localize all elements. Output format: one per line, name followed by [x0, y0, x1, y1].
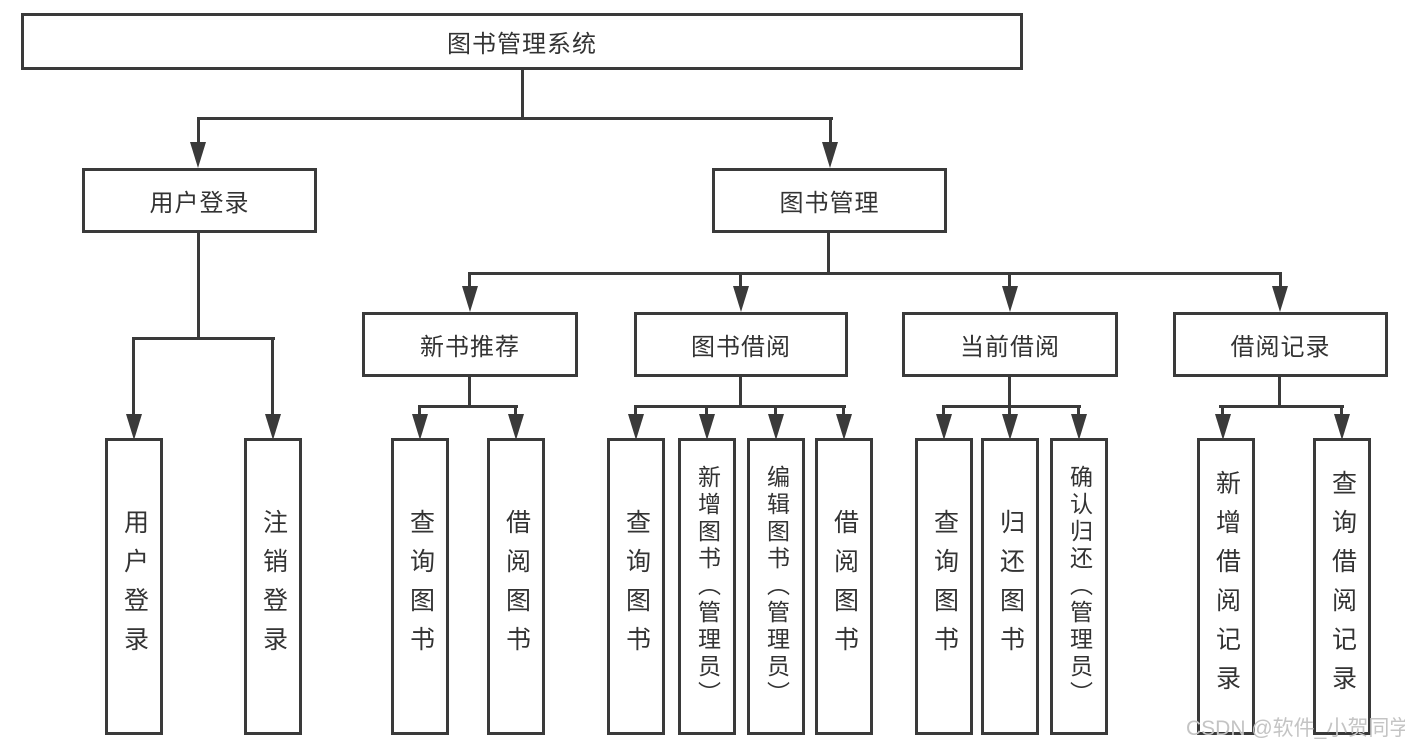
arrowhead-icon [628, 414, 644, 440]
node-library-management-system: 图书管理系统 [21, 13, 1023, 70]
connector-current-drop-2 [1008, 405, 1011, 417]
connector-user-login-left-drop [132, 337, 135, 416]
node-book-borrowing: 图书借阅 [634, 312, 848, 377]
leaf-label: 查询图书 [930, 508, 959, 665]
connector-borrowing-drop-4 [842, 405, 845, 417]
leaf-label: 新增借阅记录 [1212, 469, 1241, 704]
leaf-label: 编辑图书（管理员） [763, 465, 790, 708]
arrowhead-icon [1272, 286, 1288, 312]
arrowhead-icon [836, 414, 852, 440]
node-label: 图书管理 [779, 190, 880, 217]
connector-current-drop-1 [942, 405, 945, 417]
node-label: 借阅记录 [1230, 334, 1331, 361]
arrowhead-icon [1334, 414, 1350, 440]
leaf-label: 注销登录 [259, 508, 288, 665]
connector-user-login-bar [132, 337, 275, 340]
arrowhead-icon [1215, 414, 1231, 440]
arrowhead-icon [768, 414, 784, 440]
leaf-borrow-books-borrowing: 借阅图书 [815, 438, 873, 735]
leaf-query-books-recommend: 查询图书 [391, 438, 449, 735]
arrowhead-icon [508, 414, 524, 440]
leaf-label: 查询图书 [406, 508, 435, 665]
arrowhead-icon [733, 286, 749, 312]
node-label: 用户登录 [149, 190, 250, 217]
connector-user-login-stem [197, 232, 200, 337]
node-label: 图书管理系统 [447, 31, 597, 58]
leaf-edit-books-admin: 编辑图书（管理员） [747, 438, 805, 735]
leaf-add-books-admin: 新增图书（管理员） [678, 438, 736, 735]
leaf-add-borrow-record: 新增借阅记录 [1197, 438, 1255, 735]
leaf-logout: 注销登录 [244, 438, 302, 735]
connector-book-mgmt-drop-2 [739, 272, 742, 290]
arrowhead-icon [190, 142, 206, 168]
connector-records-bar [1219, 405, 1344, 408]
arrowhead-icon [265, 414, 281, 440]
connector-recommend-stem [468, 377, 471, 405]
connector-current-bar [942, 405, 1081, 408]
leaf-label: 借阅图书 [830, 508, 859, 665]
connector-borrowing-drop-2 [705, 405, 708, 417]
node-label: 新书推荐 [420, 334, 520, 361]
connector-root-bar [197, 117, 833, 120]
node-book-management: 图书管理 [712, 168, 947, 233]
connector-records-stem [1278, 377, 1281, 405]
node-label: 图书借阅 [691, 334, 791, 361]
arrowhead-icon [1071, 414, 1087, 440]
arrowhead-icon [1002, 414, 1018, 440]
leaf-query-borrow-record: 查询借阅记录 [1313, 438, 1371, 735]
connector-book-mgmt-stem [827, 233, 830, 272]
leaf-label: 用户登录 [120, 508, 149, 665]
arrowhead-icon [412, 414, 428, 440]
csdn-watermark: CSDN @软件_小贺同学 [1186, 717, 1405, 740]
node-current-borrowing: 当前借阅 [902, 312, 1118, 377]
leaf-label: 确认归还（管理员） [1066, 465, 1093, 708]
leaf-label: 归还图书 [996, 508, 1025, 665]
connector-root-left-drop [197, 117, 200, 144]
connector-records-drop-1 [1221, 405, 1224, 417]
leaf-return-books: 归还图书 [981, 438, 1039, 735]
node-borrowing-records: 借阅记录 [1173, 312, 1388, 377]
connector-root-stem [521, 69, 524, 117]
connector-records-drop-2 [1340, 405, 1343, 417]
connector-current-drop-3 [1077, 405, 1080, 417]
leaf-query-books-borrowing: 查询图书 [607, 438, 665, 735]
leaf-label: 查询图书 [622, 508, 651, 665]
node-label: 当前借阅 [960, 334, 1060, 361]
leaf-label: 新增图书（管理员） [694, 465, 721, 708]
leaf-borrow-books-recommend: 借阅图书 [487, 438, 545, 735]
arrowhead-icon [822, 142, 838, 168]
node-new-book-recommend: 新书推荐 [362, 312, 578, 377]
connector-recommend-drop-1 [418, 405, 421, 417]
node-user-login: 用户登录 [82, 168, 317, 233]
connector-root-right-drop [829, 117, 832, 144]
connector-book-mgmt-drop-1 [468, 272, 471, 290]
leaf-query-books-current: 查询图书 [915, 438, 973, 735]
leaf-confirm-return-admin: 确认归还（管理员） [1050, 438, 1108, 735]
arrowhead-icon [126, 414, 142, 440]
leaf-label: 查询借阅记录 [1328, 469, 1357, 704]
connector-book-mgmt-bar [468, 272, 1282, 275]
connector-recommend-bar [418, 405, 518, 408]
connector-borrowing-stem [739, 377, 742, 405]
connector-current-stem [1008, 377, 1011, 405]
connector-book-mgmt-drop-4 [1279, 272, 1282, 290]
arrowhead-icon [462, 286, 478, 312]
leaf-label: 借阅图书 [502, 508, 531, 665]
connector-recommend-drop-2 [514, 405, 517, 417]
arrowhead-icon [699, 414, 715, 440]
connector-book-mgmt-drop-3 [1008, 272, 1011, 290]
connector-borrowing-drop-1 [634, 405, 637, 417]
connector-borrowing-drop-3 [774, 405, 777, 417]
leaf-user-login: 用户登录 [105, 438, 163, 735]
connector-user-login-right-drop [271, 337, 274, 416]
connector-borrowing-bar [634, 405, 846, 408]
arrowhead-icon [936, 414, 952, 440]
arrowhead-icon [1002, 286, 1018, 312]
